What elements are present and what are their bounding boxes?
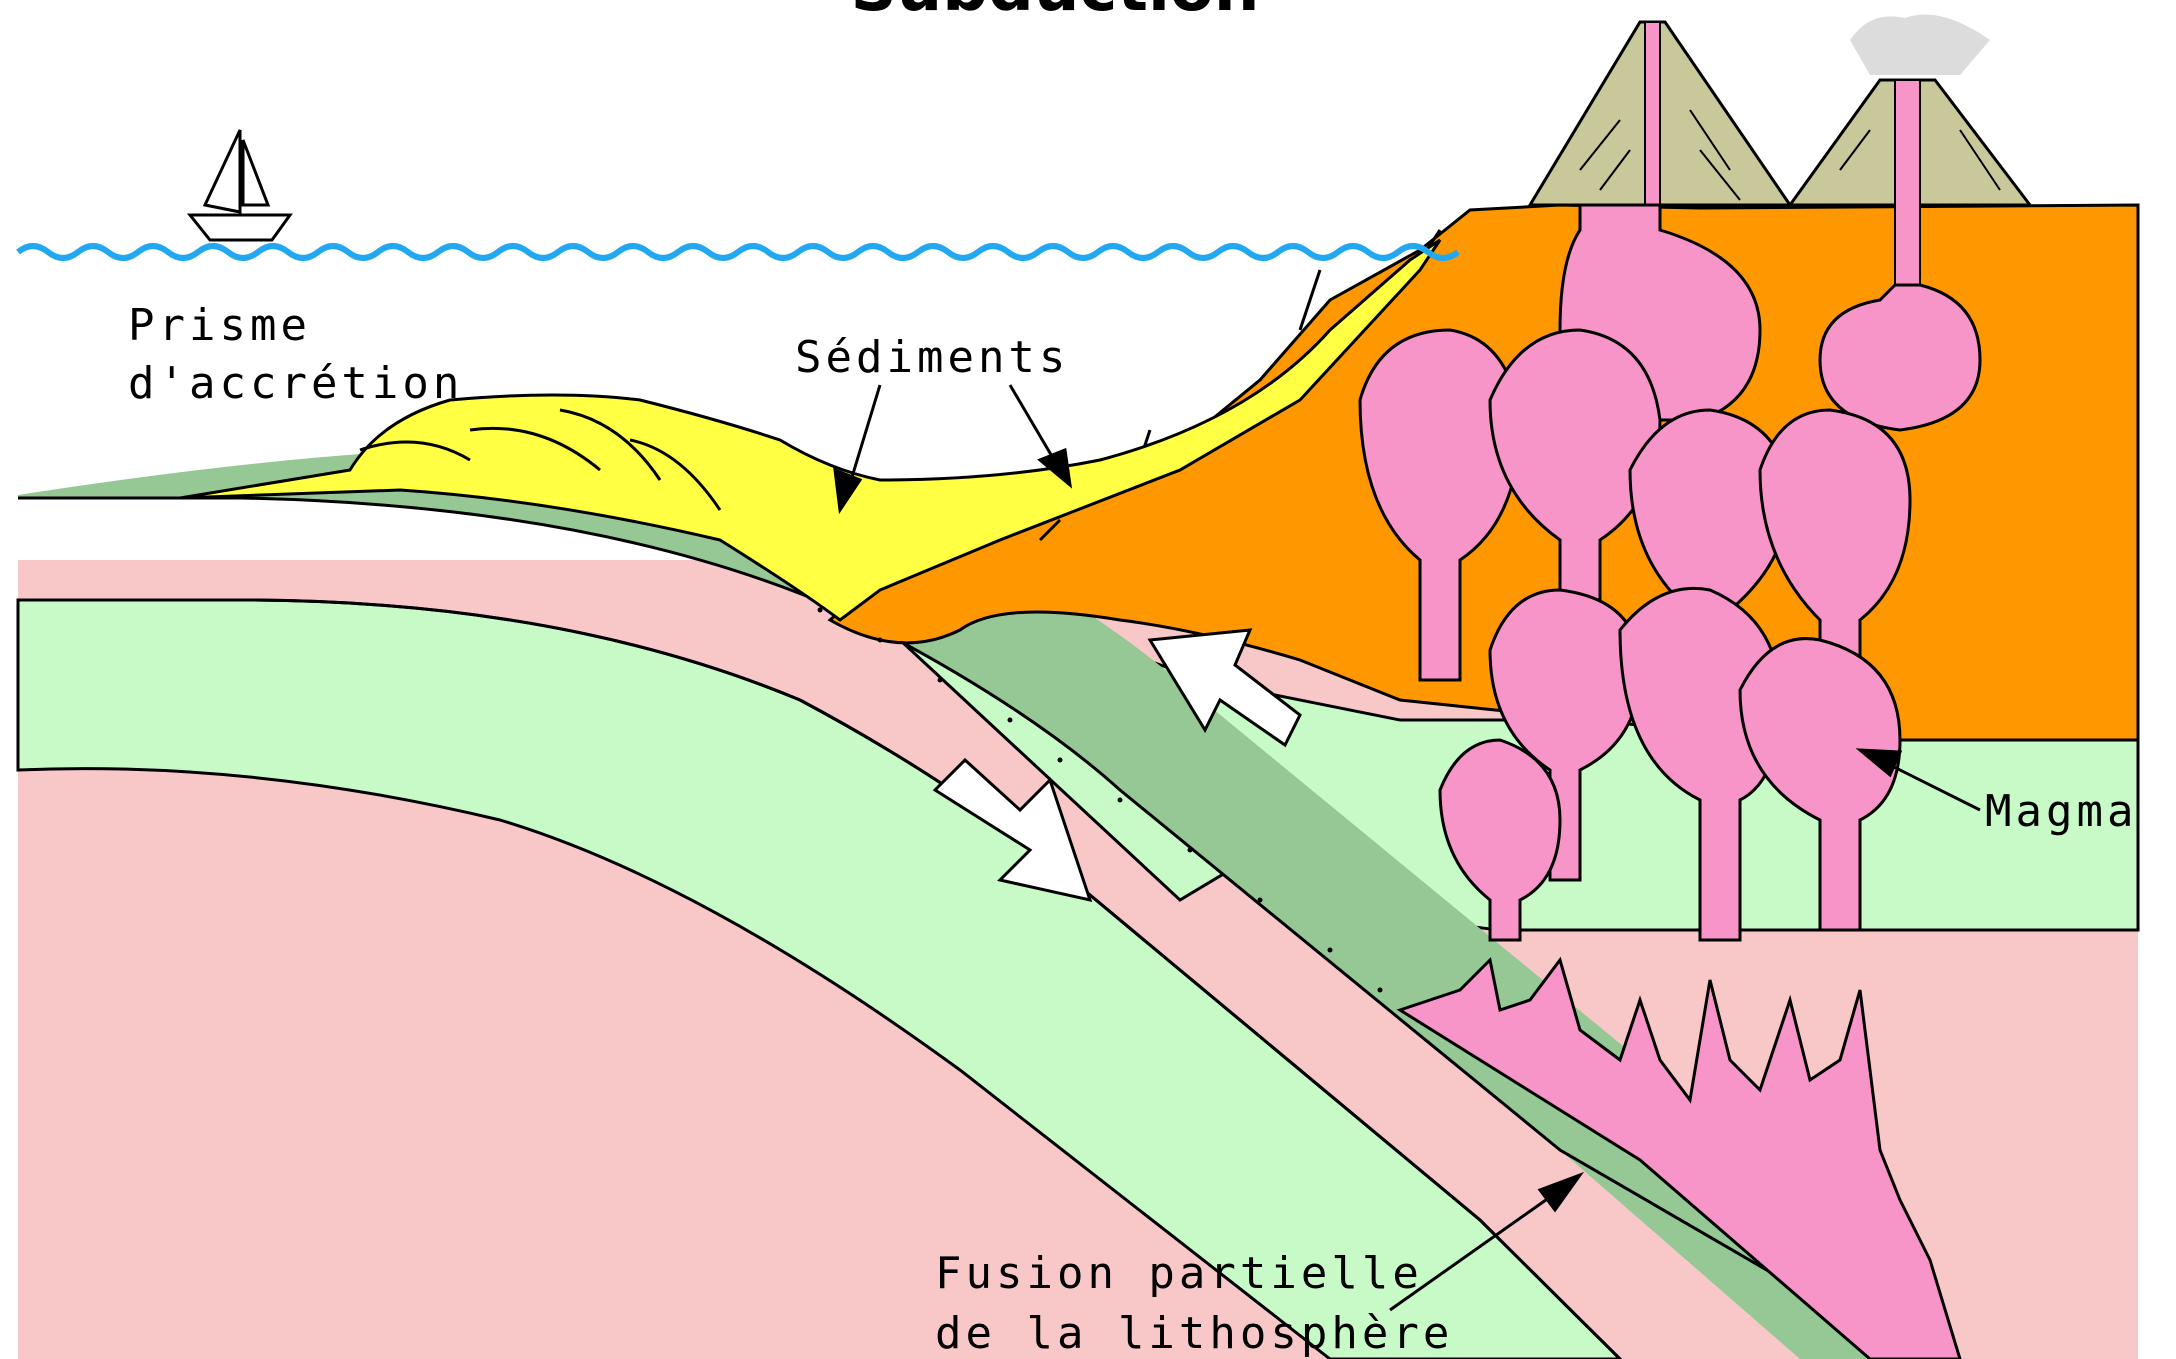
label-fusion-line1: Fusion partielle: [935, 1248, 1423, 1299]
eruption-plume: [1850, 14, 1990, 75]
diagram-title: Subduction: [851, 0, 1260, 26]
sea-surface: [18, 246, 1458, 258]
label-prisme-line2: d'accrétion: [128, 358, 463, 409]
sailboat-icon: [190, 130, 290, 240]
label-sediments: Sédiments: [795, 332, 1069, 383]
volcano-left: [1530, 22, 1790, 205]
label-fusion-line2: de la lithosphère: [935, 1308, 1453, 1359]
label-magma: Magma: [1985, 786, 2137, 837]
label-prisme-line1: Prisme: [128, 300, 311, 351]
